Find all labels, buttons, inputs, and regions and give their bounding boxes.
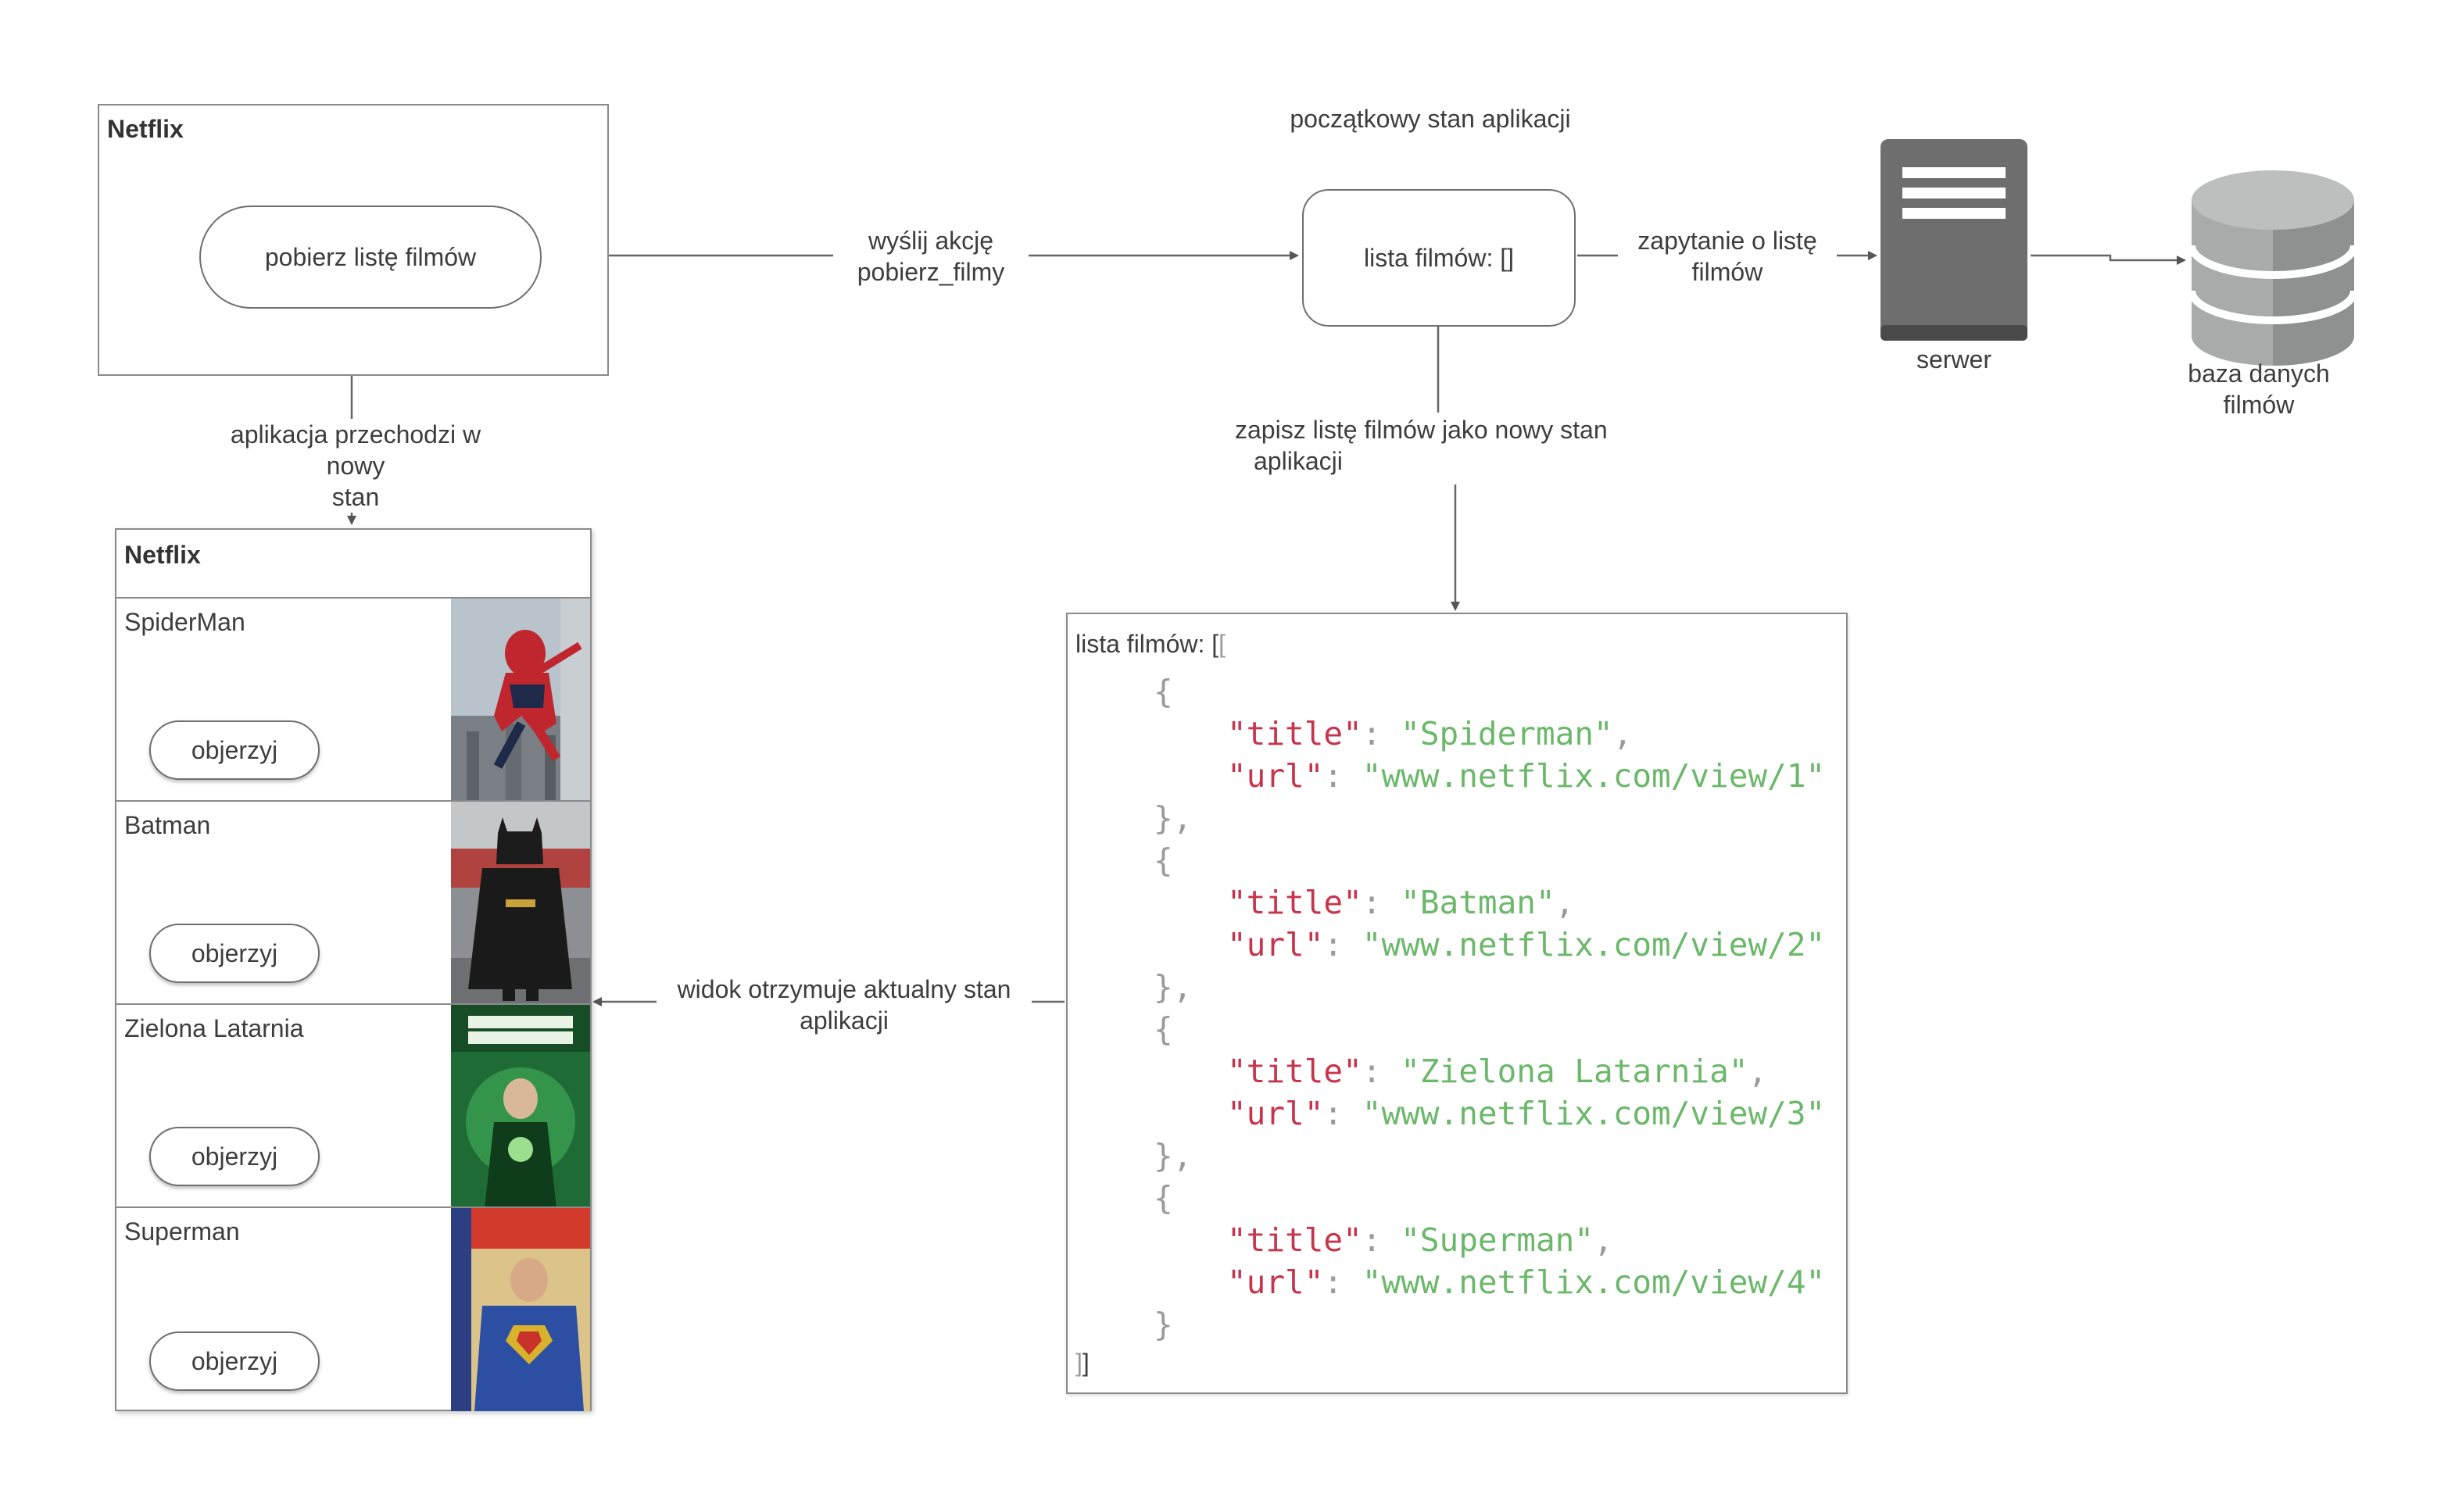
state-json-header: lista filmów: [[ [1075,630,1226,659]
json-title-value: Spiderman [1419,715,1594,752]
fetch-movies-button[interactable]: pobierz listę filmów [199,206,542,309]
watch-button[interactable]: objerzyj [149,924,320,983]
json-line-title: "title": "Zielona Latarnia", [1227,1053,1768,1090]
json-url-value: www.netflix.com/view/1 [1381,757,1806,795]
new-state-line1: aplikacja przechodzi w nowy [230,420,481,480]
new-state-line2: stan [331,483,380,511]
json-title-value: Superman [1419,1221,1575,1259]
save-state-line1: zapisz listę filmów jako nowy stan [1235,416,1608,444]
movie-row: Batman objerzyj [116,802,590,1005]
json-key: "title" [1227,1053,1362,1090]
brace-close: }, [1154,799,1193,837]
save-state-line2: aplikacji [1254,447,1343,475]
watch-button[interactable]: objerzyj [149,1331,320,1391]
top-app-title: Netflix [107,115,184,143]
view-receives-line2: aplikacji [800,1006,889,1035]
json-key: "title" [1227,715,1362,752]
json-title-value: Batman [1419,884,1536,921]
batman-poster [451,802,590,1003]
json-title-value: Zielona Latarnia [1419,1053,1729,1090]
save-state-label: zapisz listę filmów jako nowy stan aplik… [1235,414,1657,477]
json-key: "title" [1227,1221,1362,1259]
green-lantern-poster [451,1005,590,1206]
superman-poster [451,1208,590,1411]
state-json-box: lista filmów: [[ { "title": "Spiderman",… [1066,613,1848,1394]
json-line-url: "url": "www.netflix.com/view/2" [1227,926,1826,963]
spiderman-poster [451,599,590,800]
view-receives-line1: widok otrzymuje aktualny stan [677,975,1011,1003]
brace-close: } [1154,1306,1173,1343]
movie-title: Zielona Latarnia [124,1014,304,1042]
database-line2: filmów [2223,391,2295,419]
brace-close: }, [1154,968,1193,1006]
state-json-header-text: lista filmów: [ [1075,630,1219,658]
json-key: "url" [1227,757,1324,795]
movie-row: Superman objerzyj [116,1208,590,1411]
server-icon [1879,139,2029,342]
json-line-url: "url": "www.netflix.com/view/1" [1227,757,1826,795]
movie-title: Batman [124,811,211,839]
bottom-app-title: Netflix [124,541,201,569]
top-app-frame: Netflix pobierz listę filmów [98,104,609,376]
brace-open: { [1154,1179,1173,1217]
movie-title: Superman [124,1217,240,1246]
send-action-line1: wyślij akcję [868,227,994,255]
initial-state-label: początkowy stan aplikacji [1251,103,1610,134]
brace-open: { [1154,673,1173,710]
database-label: baza danych filmów [2161,358,2356,420]
send-action-line2: pobierz_filmy [857,258,1005,286]
server-label: serwer [1876,344,2032,375]
json-key: "url" [1227,926,1324,963]
bottom-app-frame: Netflix SpiderMan objerzyj Batman [115,528,592,1411]
watch-button[interactable]: objerzyj [149,1127,320,1186]
json-line-title: "title": "Superman", [1227,1221,1613,1259]
state-json-footer: ]] [1075,1349,1090,1377]
arrow-server-db [2031,254,2186,265]
view-receives-label: widok otrzymuje aktualny stan aplikacji [657,974,1032,1036]
watch-button[interactable]: objerzyj [149,720,320,780]
json-key: "title" [1227,884,1362,921]
brace-open: { [1154,842,1173,879]
json-line-url: "url": "www.netflix.com/view/3" [1227,1095,1826,1132]
bottom-app-header: Netflix [116,530,590,599]
json-line-title: "title": "Spiderman", [1227,715,1633,752]
new-state-label: aplikacja przechodzi w nowy stan [199,419,512,513]
query-label: zapytanie o listę filmów [1618,225,1837,288]
movie-row: Zielona Latarnia objerzyj [116,1005,590,1208]
state-box: lista filmów: [] [1302,189,1576,327]
json-url-value: www.netflix.com/view/3 [1381,1095,1806,1132]
movie-title: SpiderMan [124,608,245,636]
send-action-label: wyślij akcję pobierz_filmy [833,225,1029,288]
database-line1: baza danych [2188,359,2330,388]
json-line-title: "title": "Batman", [1227,884,1575,921]
query-line2: filmów [1691,258,1763,286]
json-line-url: "url": "www.netflix.com/view/4" [1227,1264,1826,1301]
json-key: "url" [1227,1095,1324,1132]
json-url-value: www.netflix.com/view/2 [1381,926,1806,963]
query-line1: zapytanie o listę [1637,227,1817,255]
open-bracket: [ [1218,630,1226,658]
brace-open: { [1154,1010,1173,1048]
database-icon [2188,164,2358,367]
brace-close: }, [1154,1137,1193,1174]
json-key: "url" [1227,1264,1324,1301]
movie-row: SpiderMan objerzyj [116,599,590,802]
json-url-value: www.netflix.com/view/4 [1381,1264,1806,1301]
